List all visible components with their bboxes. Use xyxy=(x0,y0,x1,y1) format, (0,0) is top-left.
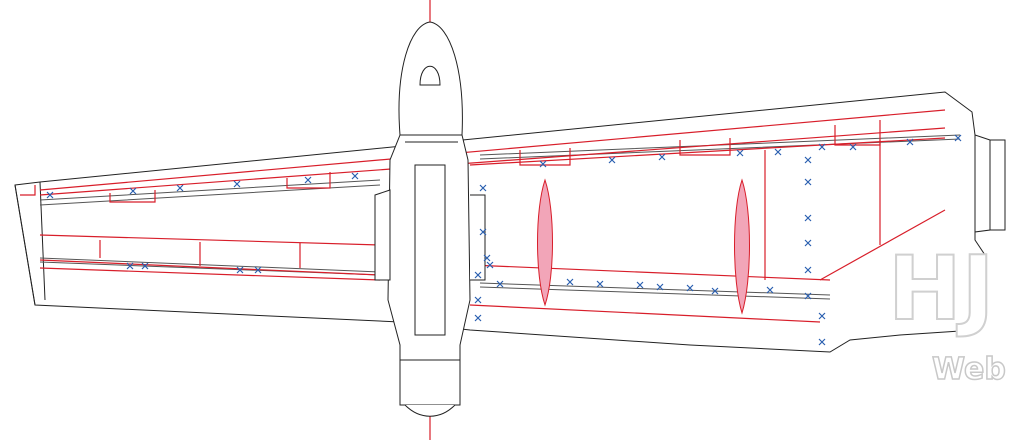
fastener-x-mark xyxy=(474,271,482,279)
fastener-x-mark xyxy=(906,138,914,146)
fastener-x-mark xyxy=(804,156,812,164)
fastener-x-mark xyxy=(804,239,812,247)
fastener-x-mark xyxy=(233,180,241,188)
wing-outline xyxy=(14,91,1006,353)
fastener-x-mark xyxy=(46,191,54,199)
pylon-inboard xyxy=(537,178,553,307)
fastener-x-mark xyxy=(486,261,494,269)
fastener-x-mark xyxy=(254,266,262,274)
fastener-x-mark xyxy=(774,148,782,156)
fastener-x-mark xyxy=(804,266,812,274)
fastener-x-mark xyxy=(608,156,616,164)
fastener-x-mark xyxy=(818,338,826,346)
fastener-x-mark xyxy=(483,254,491,262)
fastener-x-mark xyxy=(539,160,547,168)
engine-nacelle xyxy=(374,21,486,417)
fastener-x-mark xyxy=(736,149,744,157)
fastener-x-mark xyxy=(566,278,574,286)
watermark-sub: Web xyxy=(931,352,1006,387)
fastener-x-mark xyxy=(474,314,482,322)
fastener-x-mark xyxy=(141,262,149,270)
watermark-letters: HJ xyxy=(887,237,995,340)
fastener-x-mark xyxy=(304,176,312,184)
fastener-x-mark xyxy=(126,262,134,270)
fastener-x-mark xyxy=(596,280,604,288)
pylon-outboard xyxy=(734,178,750,315)
fastener-x-mark xyxy=(804,214,812,222)
fastener-x-mark xyxy=(658,153,666,161)
fastener-x-mark xyxy=(818,312,826,320)
fastener-x-mark xyxy=(818,143,826,151)
fastener-x-mark xyxy=(954,134,962,142)
fastener-x-mark xyxy=(479,184,487,192)
fastener-x-mark xyxy=(474,296,482,304)
fastener-x-mark xyxy=(636,281,644,289)
fastener-x-mark xyxy=(129,187,137,195)
fastener-x-mark xyxy=(804,292,812,300)
watermark-logo: HJ Web xyxy=(880,237,1024,405)
fastener-x-mark xyxy=(351,172,359,180)
fastener-x-mark xyxy=(711,287,719,295)
fastener-x-mark xyxy=(686,284,694,292)
fastener-x-mark xyxy=(804,178,812,186)
fastener-x-mark xyxy=(849,143,857,151)
fastener-x-mark xyxy=(656,283,664,291)
fastener-markers xyxy=(46,134,962,346)
pylons xyxy=(537,178,750,315)
fastener-x-mark xyxy=(176,184,184,192)
fastener-x-mark xyxy=(479,228,487,236)
fastener-x-mark xyxy=(496,280,504,288)
fastener-x-mark xyxy=(766,286,774,294)
fastener-x-mark xyxy=(236,266,244,274)
